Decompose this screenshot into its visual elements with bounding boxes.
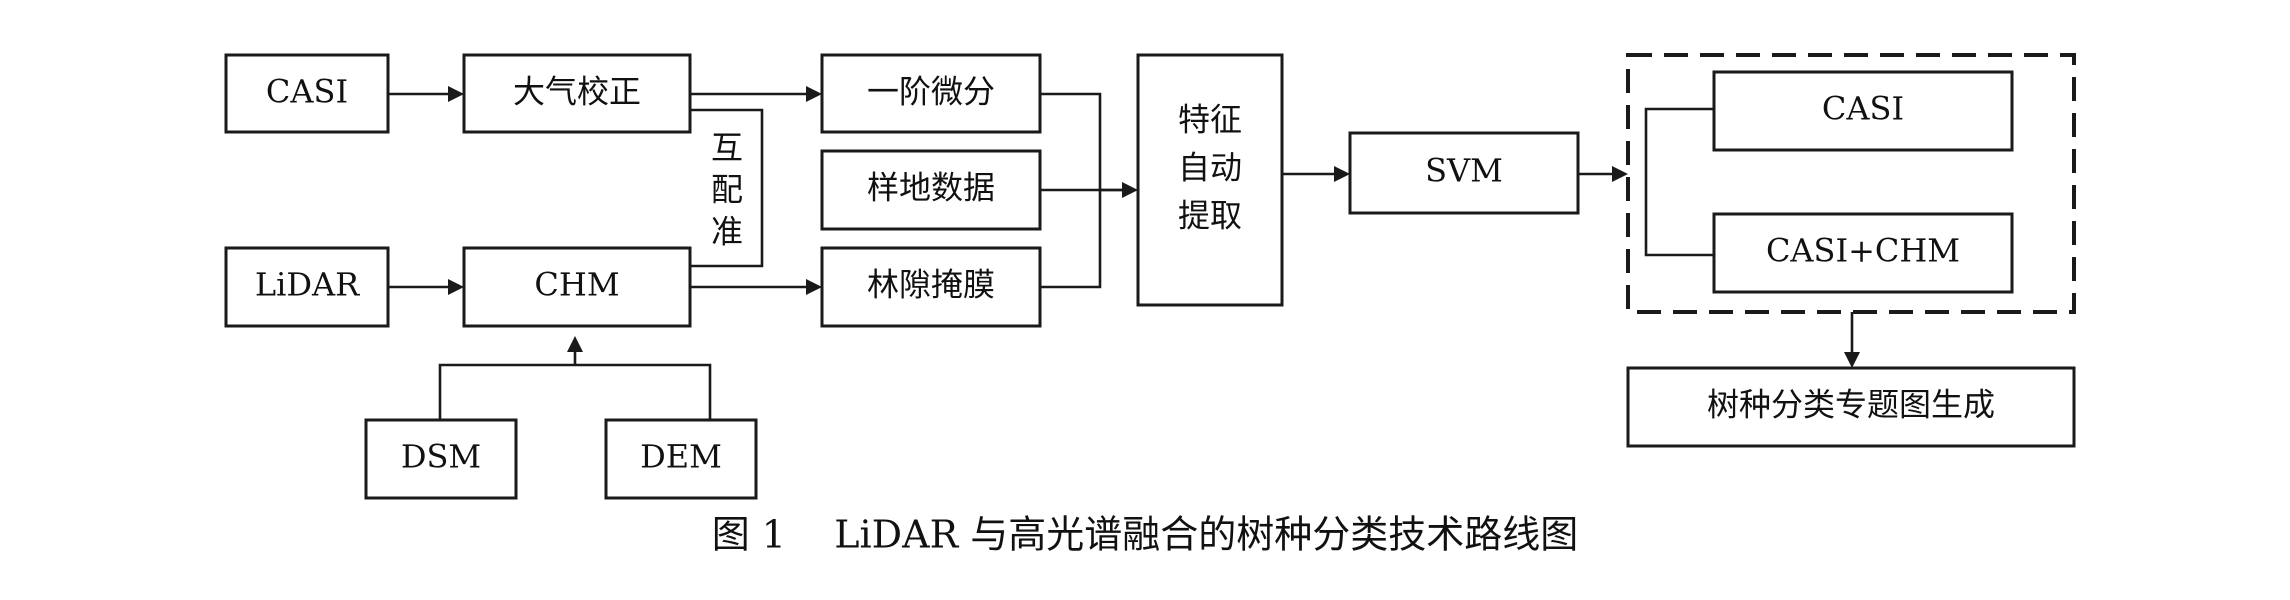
result-casi-box (1712, 70, 2014, 152)
arrowhead-casi-atmo (448, 86, 464, 102)
arrowhead-atmo-derivative (806, 86, 822, 102)
dsm-label: DSM (401, 438, 481, 476)
connectors (388, 86, 1860, 420)
lidar-input-box (224, 246, 390, 328)
arrowhead-chm-gapmask (806, 279, 822, 295)
casi-input-label: CASI (266, 73, 348, 111)
arrowhead-svm-results (1612, 166, 1628, 182)
dem-box (604, 418, 758, 500)
sample-plot-data-box (820, 149, 1042, 231)
map-generation-box (1626, 366, 2076, 448)
feature-extraction-line-2: 自动 (1178, 149, 1242, 187)
casi-input-box (224, 53, 390, 134)
sample-plot-data-label: 样地数据 (867, 169, 995, 207)
svm-box (1348, 131, 1580, 215)
result-casi-chm-label: CASI+CHM (1766, 232, 1960, 270)
dem-label: DEM (640, 438, 722, 476)
atmo-correction-label: 大气校正 (513, 73, 641, 111)
arrowhead-lidar-chm (448, 279, 464, 295)
coregistration-bracket (690, 108, 764, 268)
results-group-dashed-frame (1626, 53, 2076, 314)
results-branch (1644, 107, 1714, 257)
derivative-to-feature (1040, 92, 1126, 192)
atmo-correction-box (462, 53, 692, 134)
result-casi-chm-box (1712, 212, 2014, 294)
feature-extraction-line-1: 特征 (1178, 101, 1242, 139)
chm-box (462, 246, 692, 328)
gapmask-to-feature (1040, 190, 1102, 289)
result-casi-label: CASI (1822, 90, 1904, 128)
dsm-dem-merge (438, 350, 712, 420)
figure-caption: 图 1 LiDAR 与高光谱融合的树种分类技术路线图 (712, 513, 1579, 557)
coregistration-char-1: 互 (711, 129, 743, 167)
dsm-box (364, 418, 518, 500)
gap-mask-box (820, 246, 1042, 328)
arrowhead-merge-chm (567, 336, 583, 352)
feature-extraction-line-3: 提取 (1178, 197, 1242, 235)
arrowhead-to-feature (1122, 182, 1138, 198)
svm-label: SVM (1425, 152, 1503, 190)
coregistration-char-3: 准 (711, 213, 743, 251)
first-derivative-box (820, 53, 1042, 134)
feature-extraction-box (1136, 53, 1284, 307)
gap-mask-label: 林隙掩膜 (867, 266, 995, 304)
first-derivative-label: 一阶微分 (867, 73, 995, 111)
arrowhead-results-map (1844, 352, 1860, 368)
chm-label: CHM (534, 266, 619, 304)
map-generation-label: 树种分类专题图生成 (1707, 386, 1995, 424)
coregistration-char-2: 配 (711, 171, 743, 209)
arrowhead-feature-svm (1334, 166, 1350, 182)
lidar-input-label: LiDAR (255, 266, 360, 304)
